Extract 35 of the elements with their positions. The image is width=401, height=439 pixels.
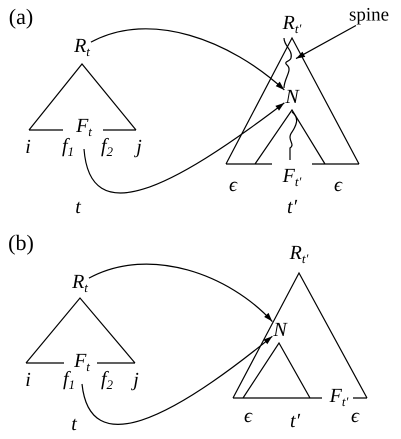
leaf-label: f$_{2}$ (100, 369, 114, 391)
tree-label: t (71, 414, 77, 434)
mapping-arrow (81, 336, 273, 425)
empty-leaf-label: ϵ (244, 406, 252, 426)
curly-brace (281, 38, 295, 88)
leaf-label: j (136, 137, 142, 157)
leaf-label: f$_{1}$ (62, 369, 76, 391)
tree-label: t′ (290, 411, 300, 431)
root-label: R$_{t}$ (72, 272, 88, 294)
root-label: R$_{t′}$ (290, 243, 308, 265)
node-label: N (285, 87, 299, 107)
mapping-arrow (83, 102, 285, 194)
tree-label: t′ (287, 197, 297, 217)
empty-leaf-label: ϵ (334, 175, 342, 195)
leaf-label: j (133, 370, 139, 390)
panel-label: (b) (8, 232, 34, 254)
frontier-label: F$_{t′}$ (330, 386, 348, 408)
frontier-label: F$_{t}$ (74, 351, 90, 373)
tree-label: t (75, 197, 81, 217)
empty-leaf-label: ϵ (350, 406, 360, 426)
leaf-label: f$_{2}$ (100, 136, 114, 158)
leaf-label: f$_{1}$ (62, 136, 74, 158)
frontier-label: F$_{t}$ (76, 116, 92, 138)
leaf-label: i (25, 370, 31, 390)
root-label: R$_{t′}$ (282, 13, 302, 35)
leader-line (296, 24, 356, 60)
frontier-label: F$_{t′}$ (282, 166, 302, 188)
mapping-arrow (88, 264, 273, 322)
spine-label: spine (348, 6, 390, 24)
empty-leaf-label: ϵ (228, 175, 238, 195)
panel-label: (a) (8, 6, 34, 28)
leaf-label: i (25, 137, 31, 157)
root-label: R$_{t}$ (74, 36, 90, 58)
node-label: N (273, 320, 287, 340)
mapping-arrow (90, 28, 285, 90)
